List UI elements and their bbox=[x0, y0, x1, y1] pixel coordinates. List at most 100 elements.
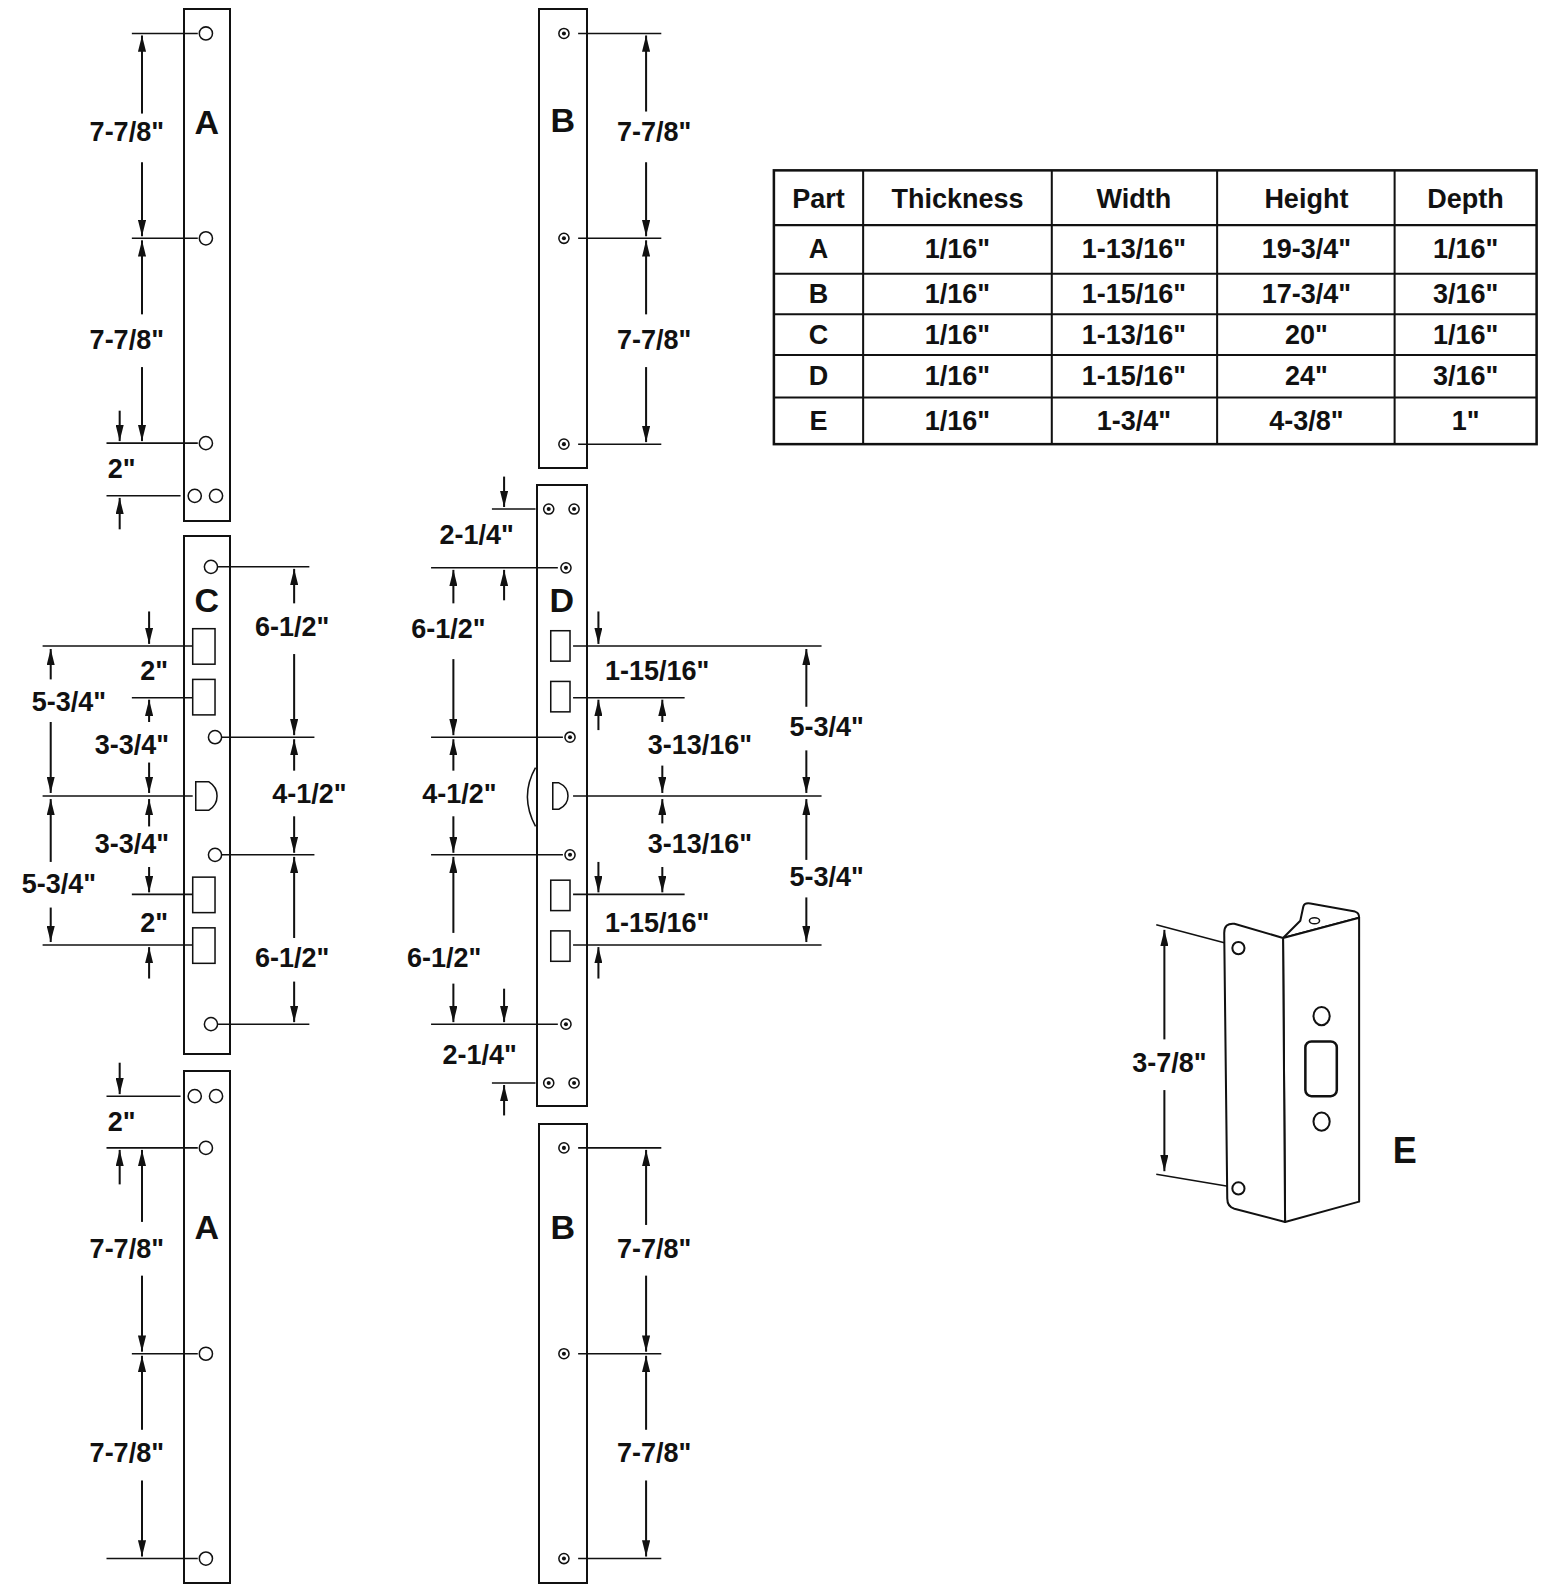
dimension-arrow bbox=[645, 1356, 647, 1430]
dimension-label: 7-7/8" bbox=[615, 1236, 693, 1263]
screw-hole bbox=[559, 1553, 569, 1563]
screw-hole-center bbox=[564, 566, 568, 570]
screw-hole bbox=[209, 1090, 222, 1103]
bracket-face bbox=[1224, 924, 1285, 1222]
table-cell: 1-15/16" bbox=[1080, 363, 1188, 390]
dimension-label: 5-3/4" bbox=[787, 714, 865, 741]
dimension-label: 4-1/2" bbox=[270, 780, 348, 807]
screw-hole bbox=[188, 489, 201, 502]
latch-slot bbox=[193, 877, 215, 912]
dimension-arrow bbox=[119, 1150, 121, 1184]
dimension-arrow bbox=[645, 35, 647, 111]
dimension-arrow bbox=[645, 162, 647, 236]
dimension-arrow bbox=[1163, 1090, 1165, 1171]
extension-line bbox=[578, 1558, 661, 1560]
table-cell: E bbox=[807, 407, 829, 434]
dimension-arrow bbox=[141, 1276, 143, 1352]
screw-hole-center bbox=[572, 507, 576, 511]
bracket-side bbox=[1283, 918, 1359, 1222]
bolt-hole bbox=[196, 782, 217, 810]
screw-hole bbox=[559, 1349, 569, 1359]
part-letter: D bbox=[538, 583, 587, 617]
dimension-arrow bbox=[452, 857, 454, 933]
dimension-arrow bbox=[452, 570, 454, 603]
dimension-arrow bbox=[293, 857, 295, 938]
table-cell: B bbox=[807, 281, 831, 308]
dimension-arrow bbox=[148, 867, 150, 892]
extension-lines bbox=[43, 33, 1230, 1558]
dimension-arrow bbox=[1163, 930, 1165, 1040]
screw-hole bbox=[204, 560, 217, 573]
dimension-arrow bbox=[293, 569, 295, 603]
extension-line bbox=[573, 697, 685, 699]
table-cell: 1/16" bbox=[923, 321, 992, 348]
dimension-arrow bbox=[50, 722, 52, 793]
table-cell: 17-3/4" bbox=[1260, 281, 1353, 308]
dimension-arrow bbox=[805, 799, 807, 860]
spec-table-grid bbox=[774, 170, 1537, 444]
extension-line bbox=[221, 736, 314, 738]
reinforcer-plate: D bbox=[536, 484, 589, 1108]
dimension-label: 1-15/16" bbox=[603, 658, 711, 685]
dimension-arrow bbox=[597, 947, 599, 978]
table-cell: 1/16" bbox=[1431, 321, 1500, 348]
dimension-arrow bbox=[645, 1276, 647, 1352]
table-rule bbox=[1216, 170, 1218, 444]
bolt-hole bbox=[553, 783, 568, 809]
bracket-hole bbox=[1232, 1182, 1244, 1194]
extension-line bbox=[1156, 925, 1225, 943]
dimension-label: 2" bbox=[138, 658, 170, 685]
dimension-arrow bbox=[597, 862, 599, 892]
dimension-arrow bbox=[119, 498, 121, 529]
dimension-arrow bbox=[293, 739, 295, 770]
extension-line bbox=[492, 1082, 536, 1084]
screw-hole-center bbox=[568, 853, 572, 857]
table-cell: C bbox=[807, 321, 831, 348]
dimension-arrow bbox=[503, 477, 505, 507]
reinforcer-plate: B bbox=[538, 1123, 589, 1584]
latch-slot bbox=[551, 631, 570, 661]
dimension-arrow bbox=[661, 799, 663, 823]
table-rule bbox=[774, 313, 1537, 315]
dimension-arrow bbox=[645, 1150, 647, 1225]
screw-hole-center bbox=[562, 31, 566, 35]
screw-hole bbox=[188, 1090, 201, 1103]
screw-hole bbox=[204, 1018, 217, 1031]
lip-bump bbox=[527, 768, 535, 827]
dimension-arrow bbox=[805, 750, 807, 793]
extension-line bbox=[431, 1023, 558, 1025]
latch-slot bbox=[193, 928, 215, 963]
screw-hole bbox=[208, 848, 221, 861]
table-cell: 20" bbox=[1283, 321, 1330, 348]
screw-hole bbox=[209, 489, 222, 502]
bracket-hole bbox=[1232, 942, 1244, 954]
screw-hole bbox=[569, 504, 579, 514]
extension-line bbox=[578, 1353, 661, 1355]
dimension-arrow bbox=[141, 367, 143, 441]
screw-hole bbox=[199, 437, 212, 450]
table-cell: Width bbox=[1095, 185, 1174, 212]
extension-line bbox=[218, 1023, 309, 1025]
extension-line bbox=[43, 795, 193, 797]
screw-hole bbox=[544, 1078, 554, 1088]
table-cell: 1/16" bbox=[1431, 236, 1500, 263]
screw-hole-center bbox=[562, 1146, 566, 1150]
screw-hole bbox=[569, 1078, 579, 1088]
dimension-arrow bbox=[293, 654, 295, 735]
dimension-arrow bbox=[119, 1063, 121, 1094]
dimension-arrow bbox=[452, 984, 454, 1023]
latch-slot bbox=[551, 681, 570, 711]
table-rule bbox=[774, 354, 1537, 356]
dimension-arrow bbox=[50, 649, 52, 679]
strike-bracket bbox=[1224, 903, 1359, 1222]
dimension-arrow bbox=[148, 611, 150, 643]
dimension-label: 7-7/8" bbox=[615, 1440, 693, 1467]
dimension-label: 3-3/4" bbox=[93, 830, 171, 857]
table-cell: 1-15/16" bbox=[1080, 281, 1188, 308]
screw-hole-center bbox=[547, 1081, 551, 1085]
screw-hole bbox=[559, 1143, 569, 1153]
dimension-arrow bbox=[597, 700, 599, 730]
dimension-arrow bbox=[141, 35, 143, 113]
screw-hole-center bbox=[572, 1081, 576, 1085]
extension-line bbox=[106, 1095, 180, 1097]
